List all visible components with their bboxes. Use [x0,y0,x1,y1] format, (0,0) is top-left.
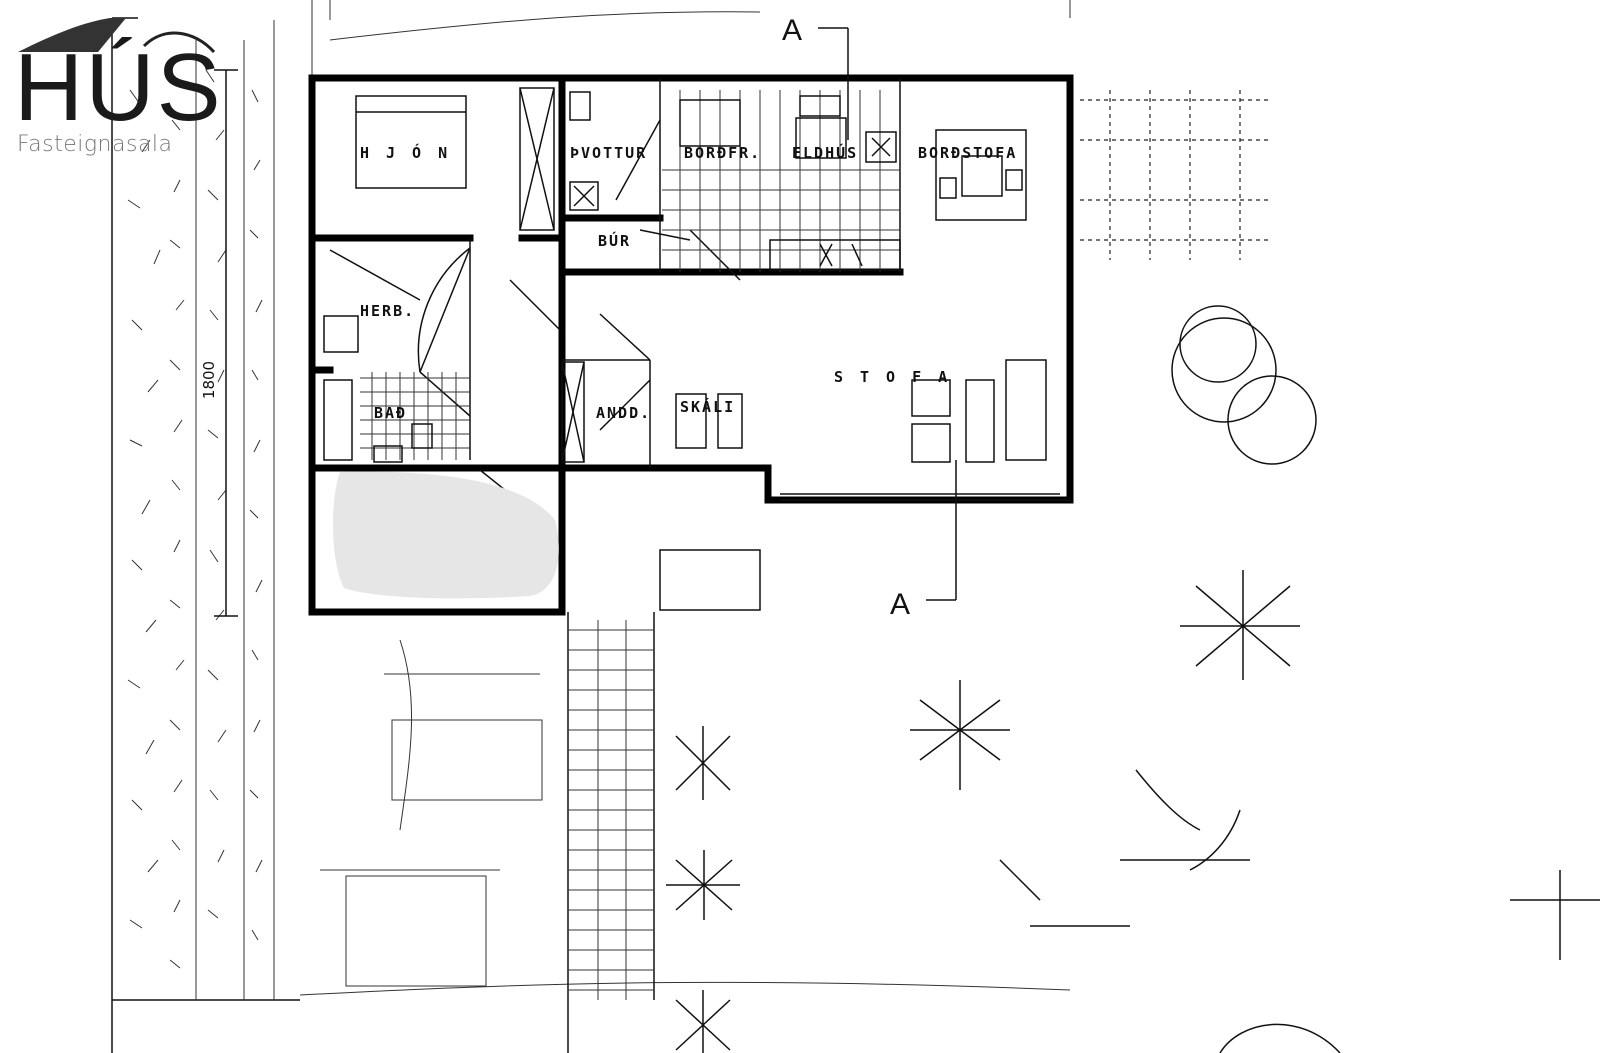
terrace-grid [1080,90,1270,260]
section-mark-bottom-label: A [890,588,910,621]
room-label-bad: BAÐ [374,404,407,422]
property-boundary [111,0,1071,1053]
room-label-bur: BÚR [598,231,631,250]
walkway [567,612,655,1053]
room-label-skali: SKÁLI [680,397,735,416]
redacted-area [332,471,559,599]
room-label-thvottur: ÞVOTTUR [570,144,647,162]
furniture [323,95,1047,611]
roof-mark-icon [18,18,216,54]
trees [666,305,1600,1053]
logo-wordmark: HÚS [14,34,223,141]
room-label-stofa: STOFA [834,368,964,386]
dimension-label: 1800 [200,361,218,399]
room-label-bordstofa: BORÐSTOFA [918,144,1017,162]
dimension-line: 1800 [200,69,238,617]
hedge-strokes [127,69,263,969]
room-label-herb: HERB. [360,302,415,320]
room-labels: HJÓN ÞVOTTUR BORÐFR. ELDHÚS BORÐSTOFA BÚ… [360,143,1017,422]
room-label-andd: ANDD. [596,404,651,422]
section-mark-top-label: A [782,14,802,47]
interior-partitions [469,78,1070,501]
section-mark-bottom: A [890,460,957,621]
room-label-hjon: HJÓN [360,143,464,162]
bathroom-tiles [323,372,470,463]
yard-sketch [320,639,543,987]
room-label-eldhus: ELDHÚS [792,143,858,162]
company-logo: HÚS Fasteignasala [14,12,224,162]
section-mark-top: A [782,14,849,140]
room-label-borda: BORÐFR. [684,144,761,162]
kitchen-floor-grid [569,90,901,272]
logo-subtitle: Fasteignasala [17,132,173,157]
